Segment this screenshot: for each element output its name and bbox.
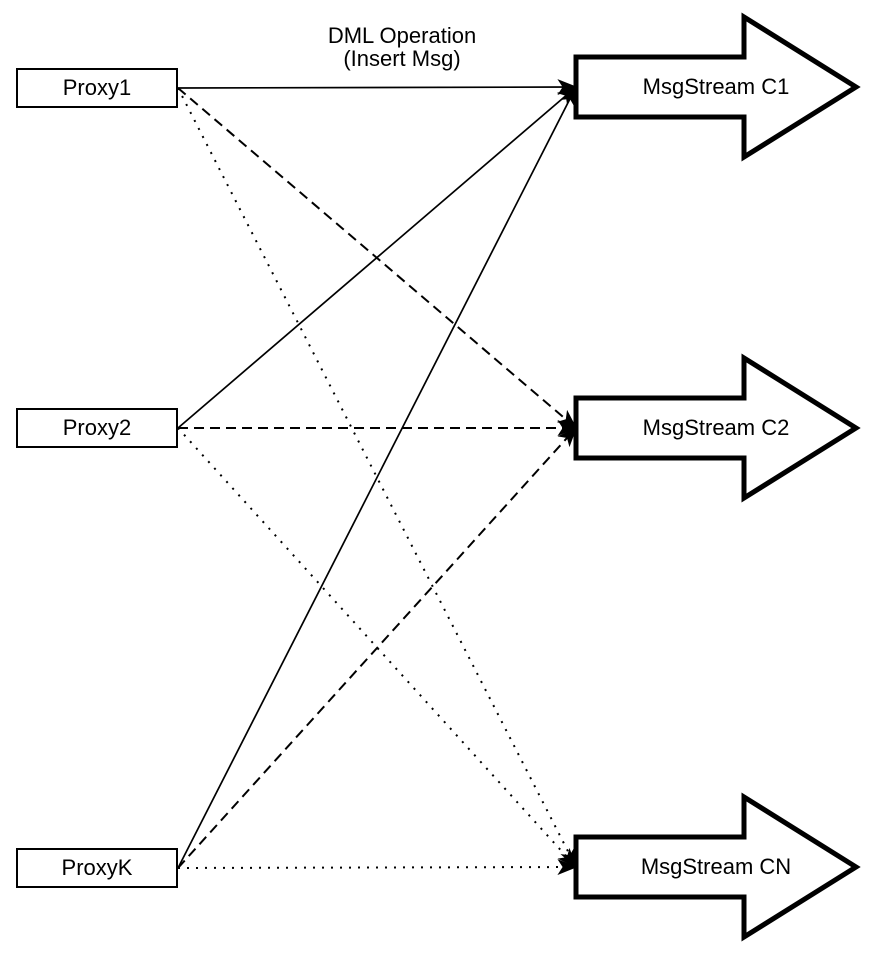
- proxy2-box: Proxy2: [16, 408, 178, 448]
- edge-proxyk-c1: [177, 85, 577, 869]
- proxy2-label: Proxy2: [62, 415, 132, 440]
- edge-proxyk-cn: [177, 859, 578, 876]
- edges-layer: [177, 79, 578, 876]
- msgstream-c1-arrow-shape: [573, 12, 861, 162]
- edge-proxyk-c2: [177, 426, 577, 869]
- proxy1-box: Proxy1: [16, 68, 178, 108]
- proxyk-box: ProxyK: [16, 848, 178, 888]
- msgstream-c1-label: MsgStream C1: [642, 74, 790, 99]
- msgstream-cn-label: MsgStream CN: [640, 854, 792, 879]
- edge-label-line2: (Insert Msg): [343, 46, 461, 71]
- proxyk-label: ProxyK: [61, 855, 133, 880]
- proxy1-label: Proxy1: [62, 75, 132, 100]
- edge-proxy1-cn: [177, 87, 577, 869]
- msgstream-c2-label: MsgStream C2: [642, 415, 790, 440]
- edge-label-dml-operation: DML Operation (Insert Msg): [252, 24, 552, 70]
- msgstream-c2-arrow-shape: [573, 353, 861, 503]
- msgstream-cn-arrow-shape: [573, 792, 861, 942]
- edge-label-line1: DML Operation: [327, 23, 477, 48]
- edge-proxy2-c1: [177, 86, 578, 429]
- edge-proxy1-c1: [177, 79, 578, 96]
